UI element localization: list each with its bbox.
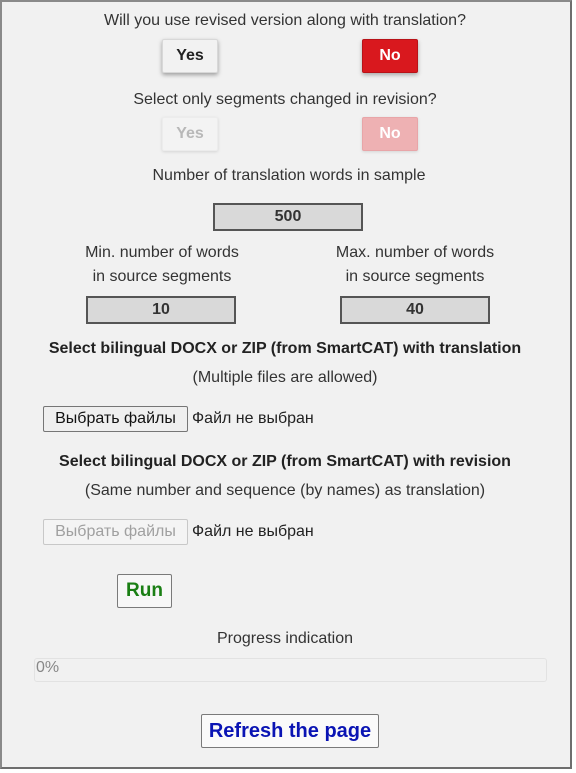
revised-question: Will you use revised version along with …: [104, 12, 466, 29]
run-button[interactable]: Run: [117, 574, 172, 608]
translation-choose-files-button[interactable]: Выбрать файлы: [43, 406, 188, 432]
revision-file-status: Файл не выбран: [192, 523, 314, 540]
progress-bar: 0%: [34, 658, 547, 682]
sample-words-input[interactable]: 500: [213, 203, 363, 231]
revision-upload-title: Select bilingual DOCX or ZIP (from Smart…: [59, 453, 511, 470]
min-words-label: Min. number of words in source segments: [62, 241, 262, 289]
revision-choose-files-button[interactable]: Выбрать файлы: [43, 519, 188, 545]
sample-words-label: Number of translation words in sample: [152, 167, 426, 184]
progress-text: 0%: [36, 659, 60, 676]
translation-upload-title: Select bilingual DOCX or ZIP (from Smart…: [48, 340, 522, 357]
min-words-label-line1: Min. number of words: [85, 244, 239, 261]
revision-upload-note: (Same number and sequence (by names) as …: [84, 482, 486, 499]
max-words-label-line2: in source segments: [345, 268, 485, 285]
changed-only-no-button[interactable]: No: [362, 117, 418, 151]
min-words-label-line2: in source segments: [92, 268, 232, 285]
max-words-label-line1: Max. number of words: [335, 244, 495, 261]
max-words-input[interactable]: 40: [340, 296, 490, 324]
revised-no-button[interactable]: No: [362, 39, 418, 73]
max-words-label: Max. number of words in source segments: [315, 241, 515, 289]
translation-file-status: Файл не выбран: [192, 410, 314, 427]
translation-upload-note: (Multiple files are allowed): [192, 369, 378, 386]
progress-label: Progress indication: [216, 630, 354, 647]
changed-only-yes-button[interactable]: Yes: [162, 117, 218, 151]
min-words-input[interactable]: 10: [86, 296, 236, 324]
refresh-page-button[interactable]: Refresh the page: [201, 714, 379, 748]
revised-yes-button[interactable]: Yes: [162, 39, 218, 73]
changed-only-question: Select only segments changed in revision…: [133, 91, 437, 108]
